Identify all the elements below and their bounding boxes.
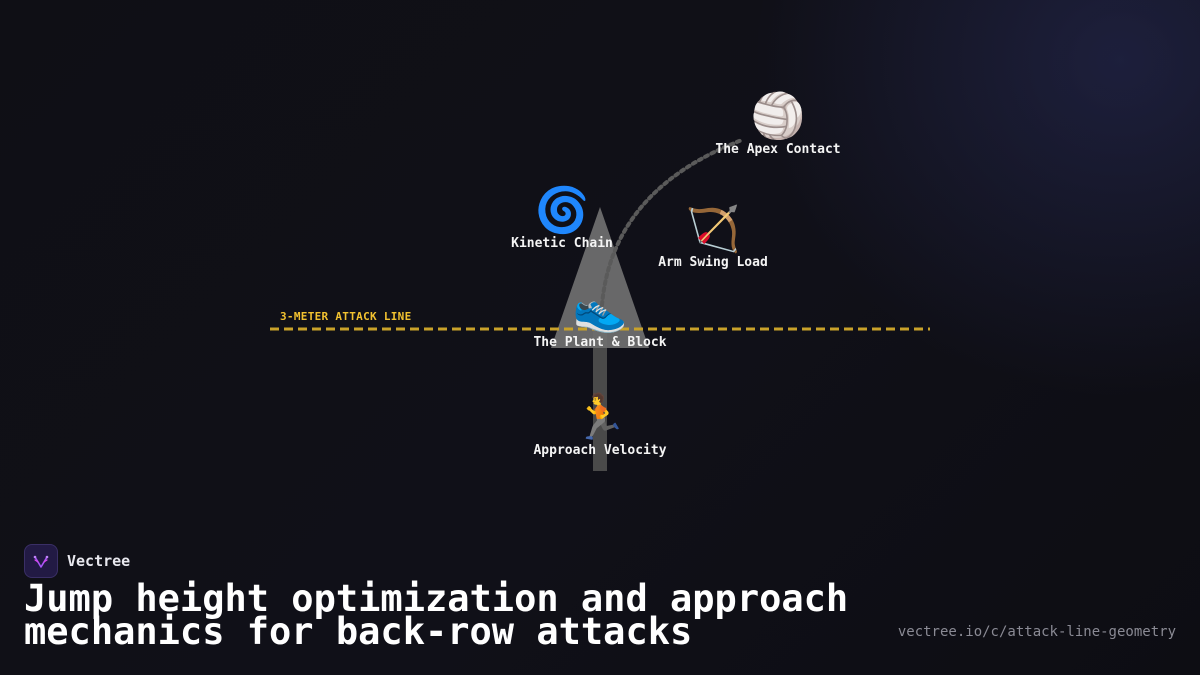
node-label: The Apex Contact [715,142,841,157]
runner-icon: 🏃 [572,392,628,443]
node-label: Arm Swing Load [658,255,768,270]
attack-line-label: 3-METER ATTACK LINE [280,310,412,323]
brand-name: Vectree [67,552,131,570]
node-apex-contact: 🏐 The Apex Contact [715,91,841,158]
headline: Jump height optimization and approach me… [24,577,849,653]
bow-and-arrow-icon: 🏹 [685,204,741,255]
cyclone-icon: 🌀 [534,185,590,236]
node-label: Kinetic Chain [511,236,613,251]
trajectory-arc [600,138,744,307]
node-approach-velocity: 🏃 Approach Velocity [533,392,667,459]
sneaker-icon: 👟 [572,284,628,335]
node-label: The Plant & Block [533,335,667,350]
node-label: Approach Velocity [533,443,667,458]
source-url: vectree.io/c/attack-line-geometry [897,624,1176,640]
node-arm-swing-load: 🏹 Arm Swing Load [658,204,768,271]
approach-runway [593,330,607,471]
vectree-logo-icon [24,544,58,578]
brand: Vectree [24,544,130,578]
volleyball-icon: 🏐 [750,91,806,142]
node-kinetic-chain: 🌀 Kinetic Chain [511,185,613,252]
node-plant-and-block: 👟 The Plant & Block [533,284,667,351]
jump-cone [551,207,649,348]
